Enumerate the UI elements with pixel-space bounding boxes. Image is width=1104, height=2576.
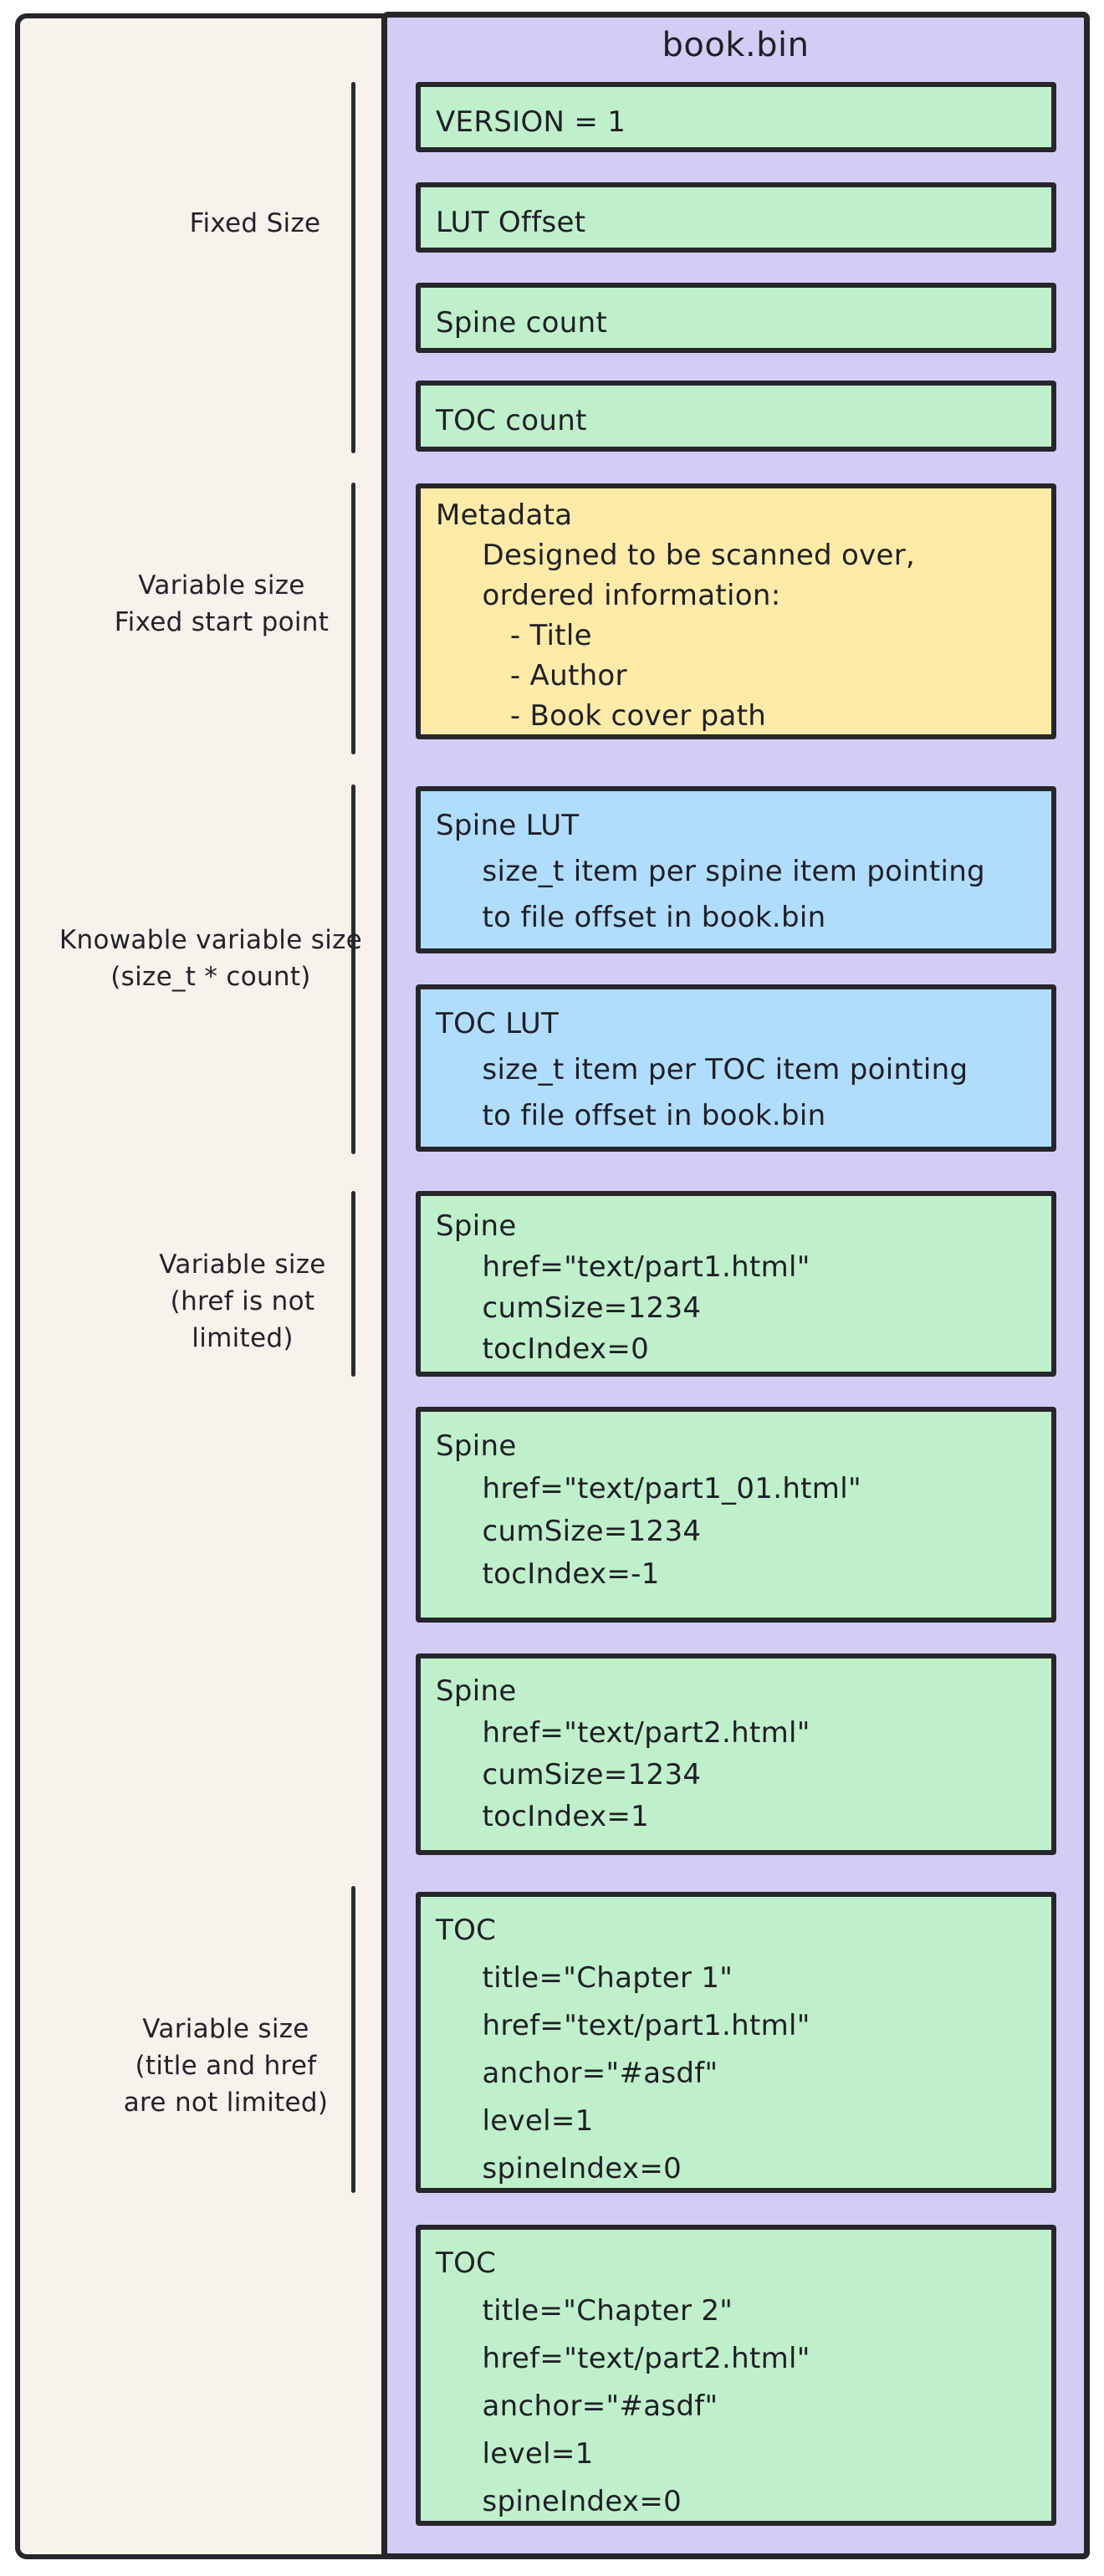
fixed-size-label: Fixed Size bbox=[88, 205, 422, 242]
block-text-line: Spine count bbox=[436, 306, 608, 340]
block-text-line: spineIndex=0 bbox=[436, 2485, 682, 2518]
side-label-line: (size_t * count) bbox=[110, 962, 311, 992]
fixed-size-bracket bbox=[351, 82, 355, 453]
block-text-line: title="Chapter 1" bbox=[436, 1961, 733, 1995]
block-text-line: VERSION = 1 bbox=[436, 105, 626, 139]
block-text-line: TOC bbox=[436, 2246, 497, 2280]
lut-offset-field: LUT Offset bbox=[416, 182, 1056, 253]
block-text-line: Spine bbox=[436, 1209, 517, 1243]
toc-lut-block: TOC LUT size_t item per TOC item pointin… bbox=[416, 984, 1056, 1152]
side-label-line: (title and href bbox=[135, 2051, 317, 2081]
metadata-block: Metadata Designed to be scanned over, or… bbox=[416, 483, 1056, 739]
block-text-line: tocIndex=-1 bbox=[436, 1557, 660, 1591]
block-text-line: Spine bbox=[436, 1674, 517, 1708]
block-text-line: href="text/part2.html" bbox=[436, 2342, 810, 2375]
block-text-line: - Title bbox=[436, 619, 592, 652]
block-text-line: tocIndex=0 bbox=[436, 1332, 650, 1366]
side-label-line: Variable size bbox=[142, 2014, 309, 2044]
block-text-line: - Author bbox=[436, 659, 627, 693]
block-text-line: Designed to be scanned over, bbox=[436, 539, 916, 572]
block-text-line: size_t item per TOC item pointing bbox=[436, 1053, 969, 1086]
variable-size-href-label: Variable size (href is not limited) bbox=[75, 1246, 410, 1357]
variable-size-fixed-start-bracket bbox=[351, 483, 355, 754]
variable-size-href-bracket bbox=[351, 1191, 355, 1377]
block-text-line: href="text/part1_01.html" bbox=[436, 1472, 861, 1505]
spine-count-field: Spine count bbox=[416, 283, 1056, 353]
block-text-line: to file offset in book.bin bbox=[436, 1099, 826, 1132]
block-text-line: cumSize=1234 bbox=[436, 1515, 702, 1548]
toc-count-field: TOC count bbox=[416, 381, 1056, 452]
block-text-line: TOC count bbox=[436, 404, 587, 437]
spine-lut-block: Spine LUT size_t item per spine item poi… bbox=[416, 786, 1056, 953]
block-text-line: ordered information: bbox=[436, 579, 781, 612]
side-label-line: Knowable variable size bbox=[59, 925, 363, 955]
side-label-line: (href is not bbox=[170, 1286, 315, 1316]
block-text-line: href="text/part1.html" bbox=[436, 1250, 810, 1284]
block-text-line: LUT Offset bbox=[436, 206, 586, 239]
block-text-line: TOC LUT bbox=[436, 1007, 560, 1040]
spine-entry-1: Spine href="text/part1.html" cumSize=123… bbox=[416, 1191, 1056, 1377]
block-text-line: anchor="#asdf" bbox=[436, 2057, 718, 2090]
block-text-line: size_t item per spine item pointing bbox=[436, 855, 985, 888]
knowable-variable-size-bracket bbox=[351, 785, 355, 1154]
side-label-line: Fixed Size bbox=[189, 208, 321, 238]
version-field: VERSION = 1 bbox=[416, 82, 1056, 152]
block-text-line: Spine LUT bbox=[436, 809, 580, 842]
block-text-line: level=1 bbox=[436, 2437, 594, 2471]
block-text-line: cumSize=1234 bbox=[436, 1291, 702, 1325]
block-text-line: anchor="#asdf" bbox=[436, 2389, 718, 2423]
block-text-line: href="text/part2.html" bbox=[436, 1716, 810, 1750]
side-label-line: Variable size bbox=[138, 570, 305, 601]
block-text-line: level=1 bbox=[436, 2104, 594, 2138]
block-text-line: cumSize=1234 bbox=[436, 1758, 702, 1791]
side-label-line: Fixed start point bbox=[114, 607, 330, 637]
toc-entry-2: TOC title="Chapter 2" href="text/part2.h… bbox=[416, 2225, 1056, 2526]
block-text-line: - Book cover path bbox=[436, 699, 767, 733]
spine-entry-2: Spine href="text/part1_01.html" cumSize=… bbox=[416, 1407, 1056, 1623]
spine-entry-3: Spine href="text/part2.html" cumSize=123… bbox=[416, 1653, 1056, 1855]
block-text-line: to file offset in book.bin bbox=[436, 901, 826, 934]
toc-entry-1: TOC title="Chapter 1" href="text/part1.h… bbox=[416, 1892, 1056, 2193]
variable-size-title-href-bracket bbox=[351, 1886, 355, 2193]
block-text-line: TOC bbox=[436, 1914, 497, 1947]
block-text-line: Spine bbox=[436, 1429, 517, 1463]
block-text-line: title="Chapter 2" bbox=[436, 2294, 733, 2328]
block-text-line: tocIndex=1 bbox=[436, 1800, 650, 1833]
file-title: book.bin bbox=[662, 26, 810, 64]
block-text-line: spineIndex=0 bbox=[436, 2152, 682, 2185]
side-label-line: are not limited) bbox=[123, 2088, 329, 2118]
side-label-line: Variable size bbox=[159, 1250, 326, 1280]
variable-size-title-href-label: Variable size (title and href are not limi… bbox=[59, 2011, 393, 2121]
side-label-line: limited) bbox=[192, 1323, 294, 1353]
block-text-line: Metadata bbox=[436, 498, 573, 532]
knowable-variable-size-label: Knowable variable size (size_t * count) bbox=[43, 922, 378, 995]
block-text-line: href="text/part1.html" bbox=[436, 2009, 810, 2042]
